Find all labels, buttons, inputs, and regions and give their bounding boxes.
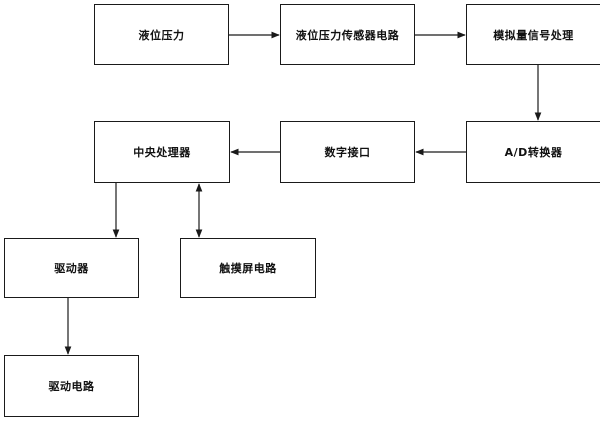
node-label: 驱动电路: [48, 380, 95, 393]
node-liquid-pressure: 液位压力: [94, 4, 229, 65]
node-label: 触摸屏电路: [219, 262, 277, 275]
node-drive-circuit: 驱动电路: [4, 355, 139, 417]
node-label: A/D转换器: [504, 146, 563, 159]
node-analog-signal-processing: 模拟量信号处理: [466, 4, 600, 65]
node-sensor-circuit: 液位压力传感器电路: [280, 4, 415, 65]
node-ad-converter: A/D转换器: [466, 121, 600, 183]
node-label: 液位压力传感器电路: [295, 28, 400, 42]
node-label: 模拟量信号处理: [493, 28, 574, 42]
node-label: 液位压力: [138, 28, 185, 42]
node-central-processor: 中央处理器: [94, 121, 230, 183]
node-label: 数字接口: [324, 146, 371, 159]
node-label: 驱动器: [54, 262, 89, 275]
node-driver: 驱动器: [4, 238, 139, 298]
node-touchscreen-circuit: 触摸屏电路: [180, 238, 316, 298]
node-label: 中央处理器: [133, 146, 191, 159]
node-digital-interface: 数字接口: [280, 121, 415, 183]
